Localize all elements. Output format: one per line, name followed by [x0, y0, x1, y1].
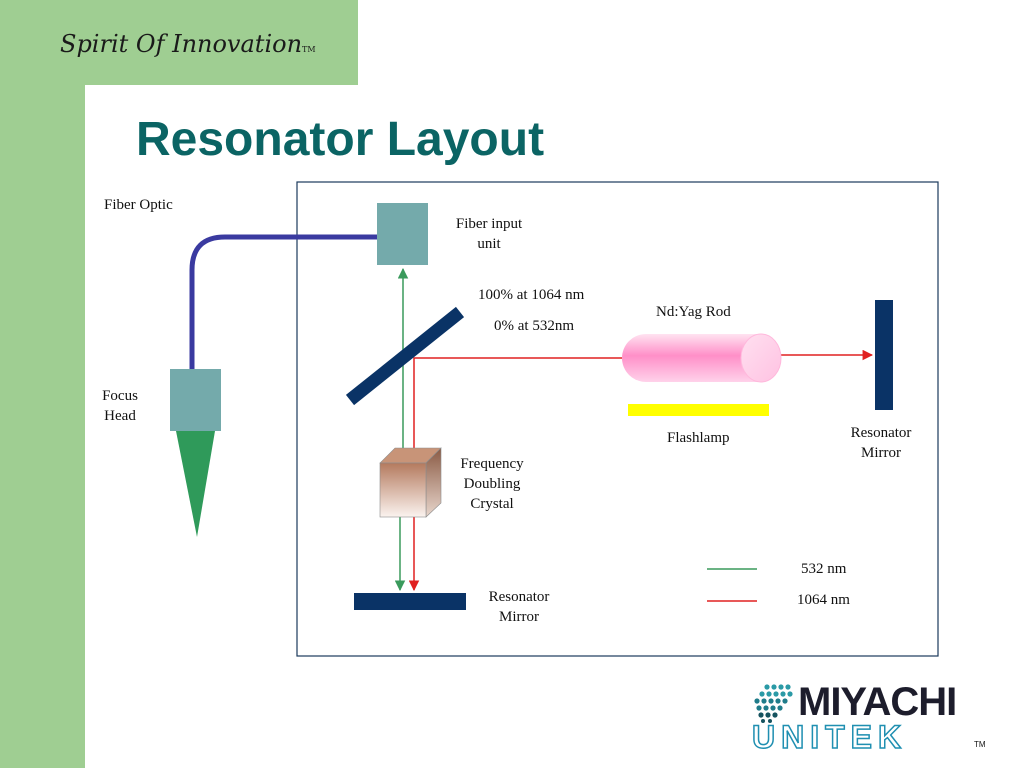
label-reflectivity-532: 0% at 532nm	[494, 318, 574, 334]
tagline-tm: TM	[302, 45, 316, 54]
diagram-frame	[296, 181, 939, 657]
label-fiber-input-unit: Fiber input unit	[455, 216, 523, 252]
logo-name-top: MIYACHI	[798, 680, 957, 724]
label-fiber-optic: Fiber Optic	[104, 197, 173, 213]
label-frequency-doubling-crystal: Frequency Doubling Crystal	[460, 456, 524, 512]
logo-tm: TM	[974, 740, 986, 749]
legend-label-1064: 1064 nm	[797, 592, 850, 608]
focus-head	[170, 369, 221, 431]
label-resonator-mirror-right: Resonator Mirror	[850, 425, 912, 461]
focus-head-cone	[176, 431, 215, 537]
label-flashlamp: Flashlamp	[667, 430, 730, 446]
flashlamp	[628, 404, 769, 416]
label-nd-yag-rod: Nd:Yag Rod	[656, 304, 731, 320]
legend-label-532: 532 nm	[801, 561, 847, 577]
green-side-band	[0, 0, 85, 768]
resonator-mirror-right	[875, 300, 893, 410]
label-reflectivity-1064: 100% at 1064 nm	[478, 287, 585, 303]
tagline-text: Spirit Of Innovation	[60, 30, 303, 58]
page-title: Resonator Layout	[136, 113, 545, 166]
logo-mark-icon	[754, 684, 793, 723]
fiber-optic-cable	[189, 234, 381, 373]
logo-name-bottom: UNITEK	[751, 719, 908, 755]
frequency-doubling-crystal	[379, 447, 442, 518]
nd-yag-rod	[622, 333, 782, 383]
label-resonator-mirror-bottom: Resonator Mirror	[488, 589, 550, 625]
green-header-band	[0, 0, 358, 85]
dichroic-mirror	[345, 306, 465, 406]
resonator-mirror-bottom	[354, 593, 466, 610]
tagline: Spirit Of InnovationTM	[60, 30, 316, 58]
company-logo: MIYACHI UNITEK TM	[750, 680, 990, 755]
label-focus-head: Focus Head	[102, 388, 138, 424]
fiber-input-unit	[377, 203, 428, 265]
content-corner	[85, 85, 165, 165]
